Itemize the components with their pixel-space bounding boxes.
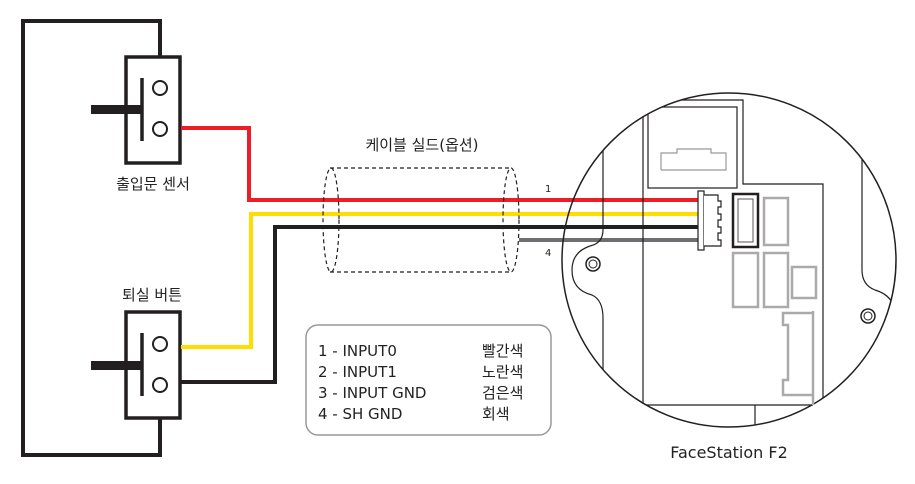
- terminal: [152, 377, 168, 393]
- pin-legend: 1 - INPUT0 빨간색 2 - INPUT1 노란색 3 - INPUT …: [305, 324, 552, 436]
- device-board: [561, 92, 897, 428]
- screw-hole: [860, 308, 876, 324]
- terminal: [152, 80, 168, 96]
- terminal: [152, 121, 168, 137]
- wire-1-label: 1: [545, 184, 551, 195]
- door-sensor-label: 출입문 센서: [116, 175, 190, 193]
- legend-color-2: 노란색: [482, 363, 523, 381]
- legend-pin-2: 2 - INPUT1: [318, 363, 397, 381]
- exit-button-label: 퇴실 버튼: [122, 286, 182, 304]
- legend-pin-3: 3 - INPUT GND: [318, 384, 427, 402]
- legend-color-3: 검은색: [482, 384, 523, 402]
- screw-hole: [585, 256, 601, 272]
- wire-red-input0: [181, 126, 700, 202]
- terminal: [152, 336, 168, 352]
- input-connector: [731, 192, 760, 249]
- common-loop-wire: [21, 19, 162, 457]
- legend-pin-4: 4 - SH GND: [318, 405, 402, 423]
- cable-shield: [322, 167, 520, 273]
- wire-yellow-input1: [181, 212, 700, 349]
- legend-color-1: 빨간색: [482, 342, 523, 360]
- device-label: FaceStation F2: [670, 443, 788, 462]
- wire-black-input-gnd: [181, 225, 700, 384]
- legend-color-4: 회색: [482, 405, 510, 423]
- exit-button: [91, 310, 182, 420]
- cable-shield-label: 케이블 실드(옵션): [365, 136, 478, 154]
- door-sensor: [91, 55, 182, 165]
- legend-pin-1: 1 - INPUT0: [318, 342, 397, 360]
- wire-4-label: 4: [545, 248, 551, 259]
